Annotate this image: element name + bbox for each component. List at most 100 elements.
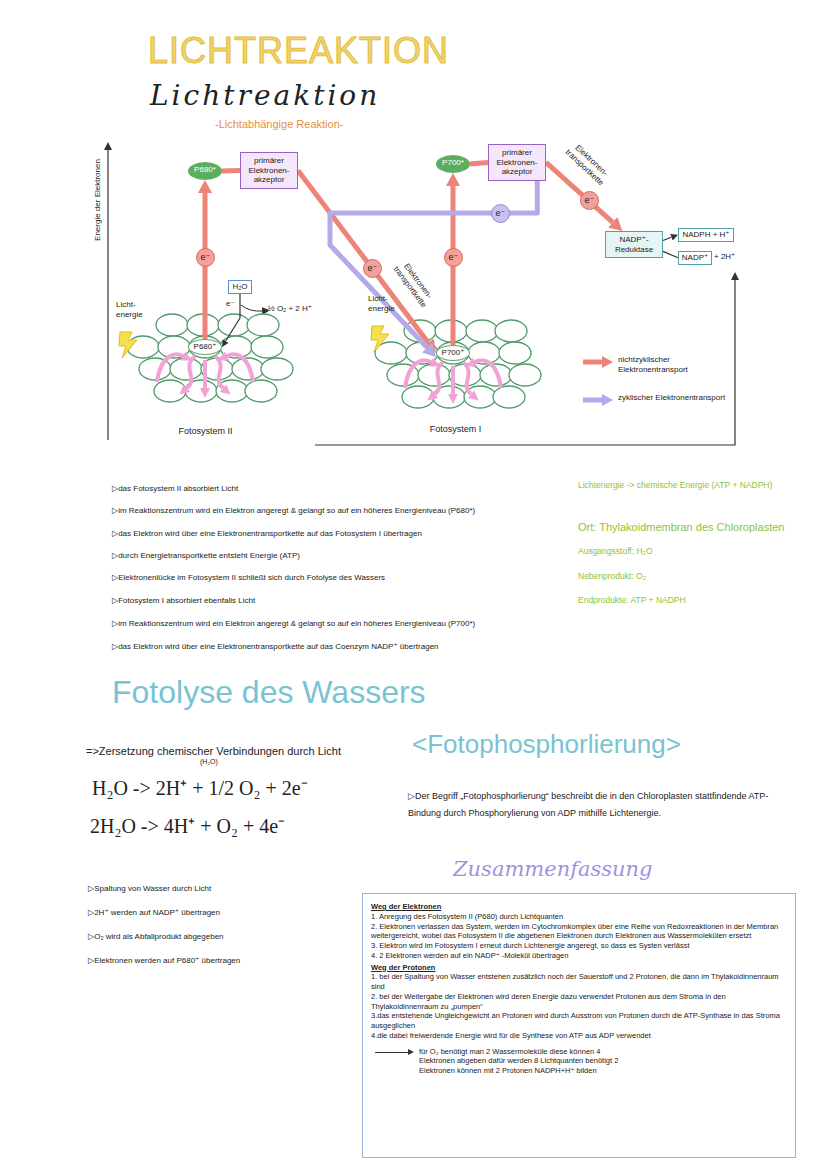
bullet-text: ▷das Elektron wird über eine Elektronent…: [112, 642, 439, 652]
acceptor-box: primärer Elektronen-akzeptor: [488, 144, 546, 181]
bullet-text: ▷2H⁺ werden auf NADP⁺ übertragen: [88, 908, 220, 918]
bullet-text: ▷durch Energietransportkette entsteht En…: [112, 551, 300, 561]
electron-path: [663, 237, 671, 240]
summary-note: Endprodukte: ATP + NADPH: [578, 595, 686, 606]
legend-text: zyklischer Elektronentransport: [618, 393, 738, 403]
node-text: Fotosystem II: [118, 426, 293, 437]
pigment-complex: [156, 314, 188, 336]
node-body: 1. bei der Spaltung von Wasser entstehen…: [371, 972, 787, 992]
pigment-complex: [154, 380, 186, 402]
pigment-complex: [418, 364, 450, 386]
excited-reaction-center: P700*: [436, 155, 470, 173]
electron-path: [298, 170, 428, 342]
substrate-box: NADP⁺+ 2H⁺: [678, 251, 712, 265]
photosystem-clusters: [119, 314, 541, 408]
reaction-center: P700⁺: [436, 345, 470, 361]
light-bolt: [119, 332, 137, 358]
bullet-text: ▷Spaltung von Wasser durch Licht: [88, 884, 211, 894]
reaction-center: P680⁺: [188, 339, 222, 355]
electron-marker: e⁻: [363, 259, 382, 278]
energy-transfer-arrow: [187, 356, 195, 388]
bullet-text: ▷das Fotosystem II absorbiert Licht: [112, 484, 238, 494]
pigment-complex: [245, 380, 277, 402]
node-text: NADPH + H⁺: [681, 230, 731, 240]
enzyme-box: NADP⁺-Reduktase: [605, 231, 663, 258]
node-text: P680*: [188, 165, 222, 175]
energy-axis: [108, 150, 109, 440]
pigment-complex: [251, 336, 283, 358]
node-text: Fotosystem I: [368, 424, 543, 435]
acceptor-box: primärer Elektronen-akzeptor: [240, 152, 298, 189]
energy-transfer-arrow: [203, 360, 207, 388]
node-text: P700⁺: [437, 348, 469, 358]
pigment-complex: [170, 358, 202, 380]
node-body: Weg der Elektronen: [371, 902, 787, 912]
definition-text: ▷Der Begriff „Fotophosphorlierung“ besch…: [408, 788, 798, 822]
node-body: 1. Anregung des Fotosystem II (P680) dur…: [371, 912, 787, 922]
pigment-complex: [402, 386, 434, 408]
node-text: primärer Elektronen-akzeptor: [243, 156, 295, 185]
pigment-complex: [493, 386, 525, 408]
node-body: 2. bei der Weitergabe der Elektronen wir…: [371, 992, 787, 1012]
pigment-complex: [509, 364, 541, 386]
bullet-text: ▷im Reaktionszentrum wird ein Elektron a…: [112, 506, 475, 516]
node-body: für O₂ benötigt man 2 Wassermoleküle die…: [419, 1047, 634, 1076]
bullet-text: ▷O₂ wird als Abfallprodukt abgegeben: [88, 932, 224, 942]
section-heading: <Fotophosphorlierung>: [412, 728, 681, 761]
node-text: NADP⁺: [681, 253, 709, 263]
electron-marker: e⁻: [580, 191, 599, 210]
node-text: primärer Elektronen-akzeptor: [491, 148, 543, 177]
edge-label: Elektronen-transportkette: [559, 136, 617, 192]
pigment-complex: [261, 358, 293, 380]
water-box: H₂O: [228, 280, 252, 294]
node-body: 4.die dabei freiwerdende Energie wird fü…: [371, 1031, 787, 1041]
energy-transfer-arrow: [227, 354, 253, 382]
electron-path: [470, 162, 488, 164]
electron-marker: e⁻: [491, 204, 510, 223]
summary-note: Ausgangsstoff: H₂O: [578, 546, 653, 557]
page-title: LICHTREAKTION: [148, 30, 449, 72]
node-text: NADP⁺-Reduktase: [608, 235, 660, 254]
energy-transfer-arrow: [405, 360, 431, 388]
equation: 2H₂O -> 4H⁺ + O₂ + 4e⁻: [90, 814, 285, 839]
node-body: 4. 2 Elektronen werden auf ein NADP⁺ -Mo…: [371, 951, 787, 961]
edge-label: Elektronen-transportkette: [388, 253, 441, 314]
note-text: (H₂O): [200, 758, 218, 767]
product-box: NADPH + H⁺: [678, 228, 734, 242]
legend-arrow: [582, 393, 614, 407]
summary-note: Nebenprodukt: O₂: [578, 571, 646, 582]
light-bolt: [371, 326, 389, 352]
bullet-text: ▷das Elektron wird über eine Elektronent…: [112, 529, 422, 539]
summary-note: Ort: Thylakoidmembran des Chloroplasten: [578, 521, 784, 535]
node-body: Weg der Protonen: [371, 963, 787, 973]
pigment-complex: [499, 342, 531, 364]
excited-reaction-center: P680*: [188, 162, 222, 180]
electron-path: [226, 294, 240, 341]
energy-transfer-arrow: [215, 356, 223, 388]
node-text: Zusammenfassung: [453, 856, 653, 883]
section-heading: Fotolyse des Wassers: [112, 672, 426, 712]
bullet-text: ▷Elektronen werden auf P680⁺ übertragen: [88, 956, 240, 966]
energy-transfer-arrow: [451, 366, 455, 394]
node-text: P680⁺: [189, 342, 221, 352]
electron-marker: e⁻: [196, 248, 215, 267]
pigment-complex: [466, 320, 498, 342]
energy-transfer-arrow: [435, 362, 443, 394]
electron-label: e⁻: [226, 299, 235, 309]
node-text: H₂O: [231, 282, 249, 292]
subtitle: Lichtreaktion: [150, 78, 380, 113]
electron-path: [663, 251, 678, 257]
electron-marker: e⁻: [444, 248, 463, 267]
bullet-text: ▷Fotosystem I absorbiert ebenfalls Licht: [112, 596, 255, 606]
bullet-text: ▷im Reaktionszentrum wird ein Elektron a…: [112, 619, 475, 629]
node-body: 2. Elektronen verlassen das System, werd…: [371, 922, 787, 942]
energy-transfer-arrow: [157, 354, 183, 382]
node-body: 3. Elektron wird im Fotosystem I erneut …: [371, 941, 787, 951]
axis-label: Energie der Elektronen: [93, 140, 103, 260]
electron-path: [222, 168, 240, 174]
legend-text: nichtzyklischer Elektronentransport: [618, 355, 738, 375]
photosystem: Fotosystem I P700⁺: [368, 300, 543, 435]
energy-transfer-arrow: [475, 360, 501, 388]
